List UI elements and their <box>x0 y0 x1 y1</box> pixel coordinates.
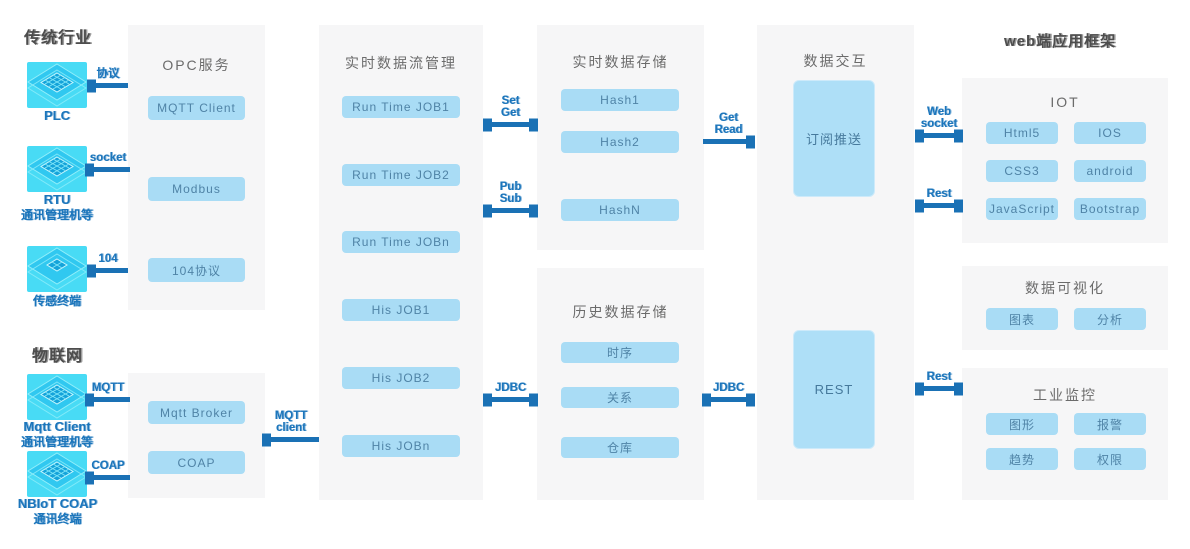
node-mqtt-broker: Mqtt Broker <box>148 401 245 424</box>
jdbc-right-link-line <box>703 397 754 402</box>
connector-coap: COAP <box>86 460 130 480</box>
connector-protocol: 协议 <box>88 68 128 88</box>
node-html5: Html5 <box>986 122 1058 144</box>
connector-jdbc-right: JDBC <box>703 382 754 402</box>
node-coap: COAP <box>148 451 245 474</box>
node-permission: 权限 <box>1074 448 1146 470</box>
node-hash2: Hash2 <box>561 131 679 153</box>
connector-set-get: Set Get <box>484 95 537 127</box>
connector-104: 104 <box>88 253 128 273</box>
data-visualization-panel: 数据可视化 图表 分析 <box>962 266 1168 350</box>
nbiot-device-label: NBIoT COAP <box>17 496 98 511</box>
section-title-iot-network: 物联网 <box>32 348 84 365</box>
node-charts: 图表 <box>986 308 1058 330</box>
node-runtime-job2: Run Time JOB2 <box>342 164 460 186</box>
connector-rest-bottom: Rest <box>916 371 962 391</box>
pub-sub-link-line <box>484 208 537 213</box>
node-runtime-jobn: Run Time JOBn <box>342 231 460 253</box>
section-title-web-frontend: web端应用框架 <box>1004 33 1117 50</box>
node-timeseries: 时序 <box>561 342 679 363</box>
iot-gateway-panel: Mqtt Broker COAP <box>128 373 265 498</box>
connector-jdbc-left: JDBC <box>484 382 537 402</box>
rtu-sublabel: 通讯管理机等 <box>20 208 93 222</box>
link-104-line <box>88 268 128 273</box>
opc-service-panel: OPC服务 MQTT Client Modbus 104协议 <box>128 25 265 310</box>
mqtt-client-link-line <box>263 437 319 442</box>
node-mqtt-client: MQTT Client <box>148 96 245 120</box>
stream-management-panel: 实时数据流管理 Run Time JOB1 Run Time JOB2 Run … <box>319 25 483 500</box>
section-title-traditional-industry: 传统行业 <box>24 30 93 47</box>
node-warehouse: 仓库 <box>561 437 679 458</box>
node-javascript: JavaScript <box>986 198 1058 220</box>
node-analysis: 分析 <box>1074 308 1146 330</box>
data-visualization-title: 数据可视化 <box>1025 280 1105 296</box>
node-his-job2: His JOB2 <box>342 367 460 389</box>
connector-mqtt: MQTT <box>86 382 130 402</box>
nbiot-chip-icon <box>27 451 87 497</box>
rest-bottom-link-line <box>916 386 962 391</box>
nbiot-device-sublabel: 通讯终端 <box>33 512 82 526</box>
set-get-link-line <box>484 122 537 127</box>
node-ios: IOS <box>1074 122 1146 144</box>
node-subscribe-push: 订阅推送 <box>793 80 875 197</box>
node-runtime-job1: Run Time JOB1 <box>342 96 460 118</box>
mqtt-client-chip-icon <box>27 374 87 420</box>
node-hashn: HashN <box>561 199 679 221</box>
get-read-link-line <box>703 139 754 144</box>
rtu-label: RTU <box>43 192 71 207</box>
sensor-chip-icon <box>27 246 87 292</box>
industrial-monitoring-title: 工业监控 <box>1033 387 1097 403</box>
realtime-storage-panel: 实时数据存储 Hash1 Hash2 HashN <box>537 25 704 250</box>
connector-socket: socket <box>86 152 130 172</box>
history-storage-title: 历史数据存储 <box>572 304 669 320</box>
node-his-job1: His JOB1 <box>342 299 460 321</box>
node-his-jobn: His JOBn <box>342 435 460 457</box>
connector-rest-top: Rest <box>916 188 962 208</box>
web-socket-link-line <box>916 133 962 138</box>
plc-chip-icon <box>27 62 87 108</box>
mqtt-client-device-sublabel: 通讯管理机等 <box>20 435 93 449</box>
node-graphics: 图形 <box>986 413 1058 435</box>
jdbc-left-link-line <box>484 397 537 402</box>
node-104-protocol: 104协议 <box>148 258 245 282</box>
coap-link-line <box>86 475 130 480</box>
node-modbus: Modbus <box>148 177 245 201</box>
connector-pub-sub: Pub Sub <box>484 181 537 213</box>
socket-link-line <box>86 167 130 172</box>
stream-panel-title: 实时数据流管理 <box>345 55 457 71</box>
rest-top-link-line <box>916 203 962 208</box>
protocol-link-line <box>88 83 128 88</box>
web-iot-panel: IOT Html5 IOS CSS3 android JavaScript Bo… <box>962 78 1168 243</box>
web-iot-title: IOT <box>1050 94 1080 110</box>
mqtt-client-device-label: Mqtt Client <box>23 419 91 434</box>
data-exchange-panel: 数据交互 订阅推送 REST <box>757 25 914 500</box>
rtu-chip-icon <box>27 146 87 192</box>
node-android: android <box>1074 160 1146 182</box>
connector-get-read: Get Read <box>703 112 754 144</box>
node-rest: REST <box>793 330 875 449</box>
connector-mqtt-client: MQTT client <box>263 410 319 442</box>
node-hash1: Hash1 <box>561 89 679 111</box>
node-bootstrap: Bootstrap <box>1074 198 1146 220</box>
opc-panel-title: OPC服务 <box>162 57 231 73</box>
plc-label: PLC <box>44 108 70 123</box>
industrial-monitoring-panel: 工业监控 图形 报警 趋势 权限 <box>962 368 1168 500</box>
connector-web-socket: Web socket <box>916 106 962 138</box>
node-alarm: 报警 <box>1074 413 1146 435</box>
realtime-storage-title: 实时数据存储 <box>572 54 669 70</box>
node-css3: CSS3 <box>986 160 1058 182</box>
mqtt-link-line <box>86 397 130 402</box>
node-relational: 关系 <box>561 387 679 408</box>
history-storage-panel: 历史数据存储 时序 关系 仓库 <box>537 268 704 500</box>
data-exchange-title: 数据交互 <box>803 53 868 69</box>
sensor-terminal-label: 传感终端 <box>32 294 81 308</box>
node-trend: 趋势 <box>986 448 1058 470</box>
